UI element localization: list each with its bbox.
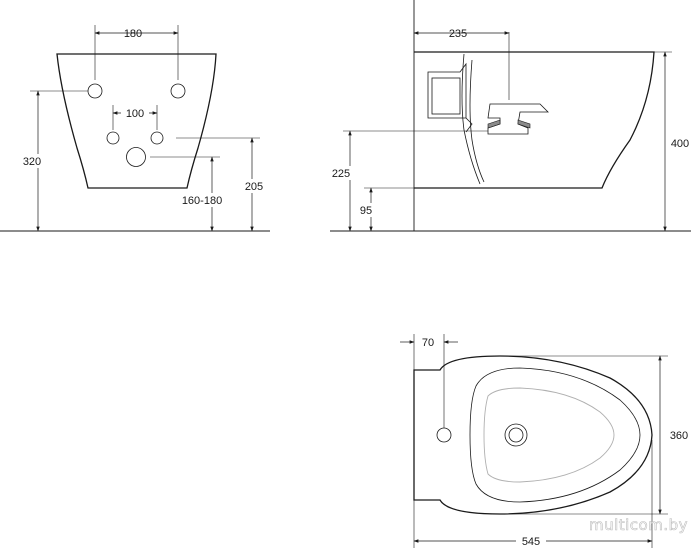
- dim-label-360: 360: [670, 430, 688, 442]
- front-view-hole-top-left: [87, 83, 103, 99]
- top-view-tap-hole: [436, 427, 452, 443]
- top-view-inner-rim: [483, 387, 615, 483]
- front-view-drain-hole: [126, 147, 146, 167]
- side-view-outline: [414, 51, 655, 189]
- side-view-inlet: [427, 62, 467, 119]
- dim-label-545: 545: [522, 536, 540, 548]
- dim-label-205: 205: [245, 181, 263, 193]
- dim-label-235: 235: [449, 28, 467, 40]
- dim-label-70: 70: [422, 337, 434, 349]
- front-view-hole-top-right: [170, 83, 186, 99]
- top-view-drain-inner: [508, 427, 524, 443]
- dim-label-320: 320: [23, 156, 41, 168]
- dim-label-160-180: 160-180: [182, 195, 222, 207]
- front-view: 180 100 320 205 160-180: [0, 25, 270, 232]
- front-view-outline: [56, 53, 217, 189]
- side-view-rim-curve: [469, 59, 485, 183]
- dim-label-95: 95: [360, 205, 372, 217]
- dim-label-100: 100: [126, 108, 144, 120]
- side-view-siphon: [487, 103, 549, 135]
- side-view: 235 400 225 95: [328, 0, 691, 232]
- dim-label-180: 180: [124, 28, 142, 40]
- dim-label-225: 225: [332, 168, 350, 180]
- top-view-outline: [413, 355, 653, 515]
- top-view-inner-bowl: [469, 367, 641, 503]
- front-view-hole-mid-right: [150, 131, 164, 145]
- top-view-drain-outer: [504, 423, 528, 447]
- top-view: 70 360 545: [400, 334, 691, 548]
- dim-label-400: 400: [671, 138, 689, 150]
- front-view-hole-mid-left: [106, 131, 120, 145]
- watermark: multicom.by: [589, 516, 688, 534]
